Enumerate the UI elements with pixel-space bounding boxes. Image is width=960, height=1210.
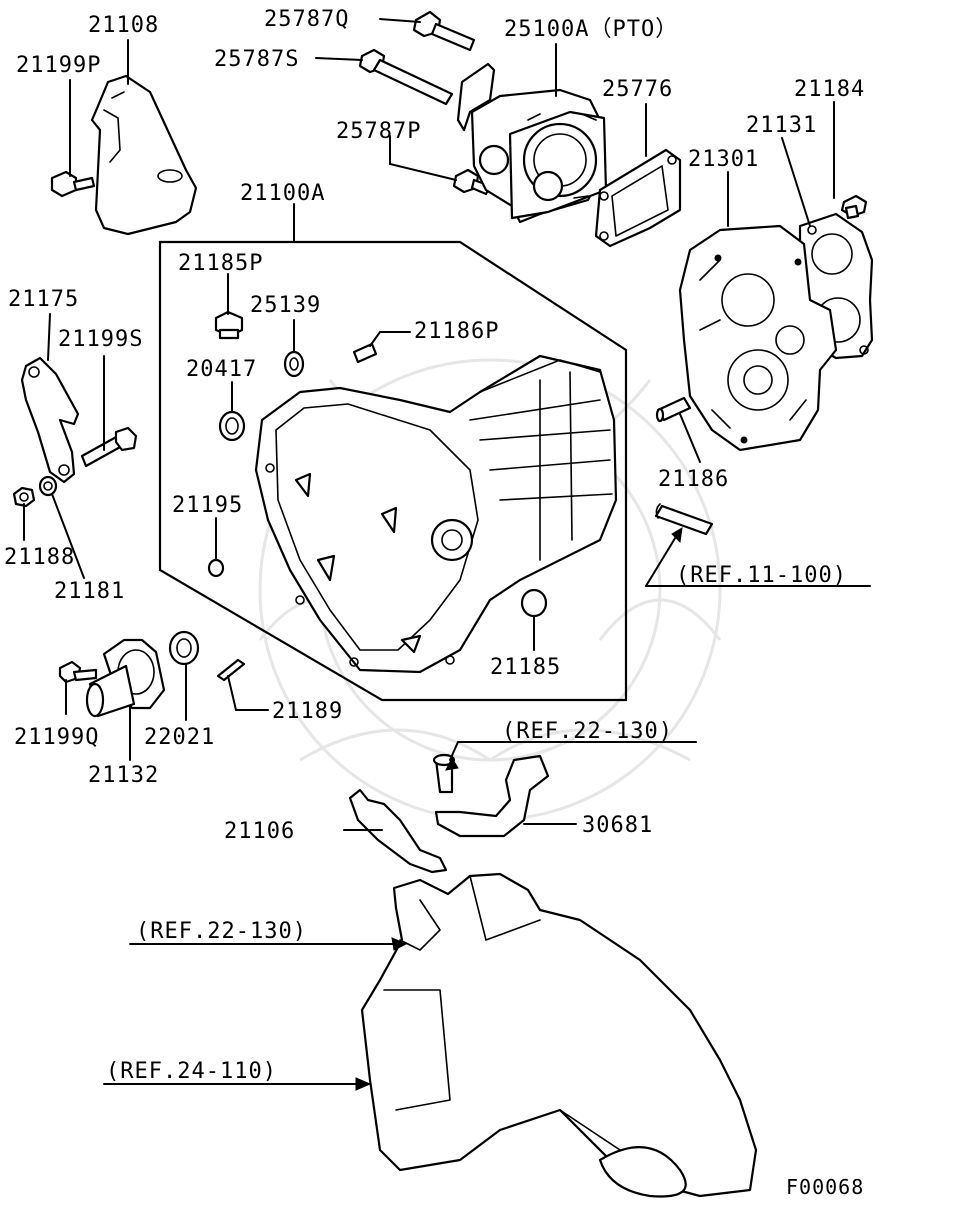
gasket-25776 <box>594 148 682 248</box>
bolt-25787Q <box>412 10 476 52</box>
label-21199S: 21199S <box>58 327 143 352</box>
label-21188: 21188 <box>4 545 75 570</box>
case-group-outline <box>158 240 628 702</box>
label-21189: 21189 <box>272 699 343 724</box>
label-25139: 25139 <box>250 293 321 318</box>
label-ref-22-130-a: (REF.22-130) <box>502 719 673 744</box>
leader-arrowheads <box>355 527 683 1091</box>
label-21301: 21301 <box>688 147 759 172</box>
label-21100A: 21100A <box>240 181 325 206</box>
bolt-25787S <box>358 48 454 106</box>
transmission-case-21100A <box>254 354 618 674</box>
label-25787P: 25787P <box>336 119 421 144</box>
label-21186P: 21186P <box>414 319 499 344</box>
label-21181: 21181 <box>54 579 125 604</box>
label-22021: 22021 <box>144 725 215 750</box>
bearing-retainer-21132 <box>85 638 166 718</box>
bolt-21199S <box>80 426 138 468</box>
part-labels: 21108 21199P 25787Q 25787S 25100A（PTO） 2… <box>4 7 865 1199</box>
transmission-reference-24-110 <box>360 872 758 1198</box>
label-21185: 21185 <box>490 655 561 680</box>
label-21106: 21106 <box>224 819 295 844</box>
label-20417: 20417 <box>186 357 257 382</box>
shift-fork-21106 <box>348 788 448 874</box>
label-25100A-pto: 25100A（PTO） <box>504 17 678 42</box>
washer-21181 <box>38 475 58 497</box>
adapter-housing-21301 <box>678 224 838 452</box>
pin-ref-11-100 <box>654 503 714 536</box>
label-21199P: 21199P <box>16 53 101 78</box>
bolt-21199P <box>50 170 96 198</box>
bracket-30681 <box>434 754 550 838</box>
label-21199Q: 21199Q <box>14 725 99 750</box>
plug-21185P <box>214 310 244 340</box>
label-21184: 21184 <box>794 77 865 102</box>
label-30681: 30681 <box>582 813 653 838</box>
pin-21186 <box>655 396 692 423</box>
label-25787Q: 25787Q <box>264 7 349 32</box>
plug-21195 <box>207 558 225 578</box>
seal-20417 <box>218 410 246 442</box>
label-21131: 21131 <box>746 113 817 138</box>
label-25787S: 25787S <box>214 47 299 72</box>
label-25776: 25776 <box>602 77 673 102</box>
label-ref-11-100: (REF.11-100) <box>676 563 847 588</box>
bracket-21108 <box>90 74 198 236</box>
pto-unit-25100A <box>456 62 608 224</box>
label-21195: 21195 <box>172 493 243 518</box>
label-21186: 21186 <box>658 467 729 492</box>
label-21132: 21132 <box>88 763 159 788</box>
label-21108: 21108 <box>88 13 159 38</box>
pin-21189 <box>216 658 246 682</box>
bolt-21199Q <box>58 660 98 684</box>
label-21185P: 21185P <box>178 251 263 276</box>
diagram-code: F00068 <box>786 1175 864 1199</box>
label-21175: 21175 <box>8 287 79 312</box>
plug-21185 <box>520 588 548 618</box>
label-ref-24-110: (REF.24-110) <box>106 1059 277 1084</box>
oil-seal-22021 <box>168 630 200 666</box>
pin-21186P <box>352 342 378 364</box>
leader-lines <box>23 18 871 1085</box>
seal-25139 <box>283 350 305 378</box>
bolt-21184 <box>840 194 868 220</box>
nut-21188 <box>12 486 36 508</box>
label-ref-22-130-b: (REF.22-130) <box>136 919 307 944</box>
bracket-21175 <box>20 356 80 484</box>
